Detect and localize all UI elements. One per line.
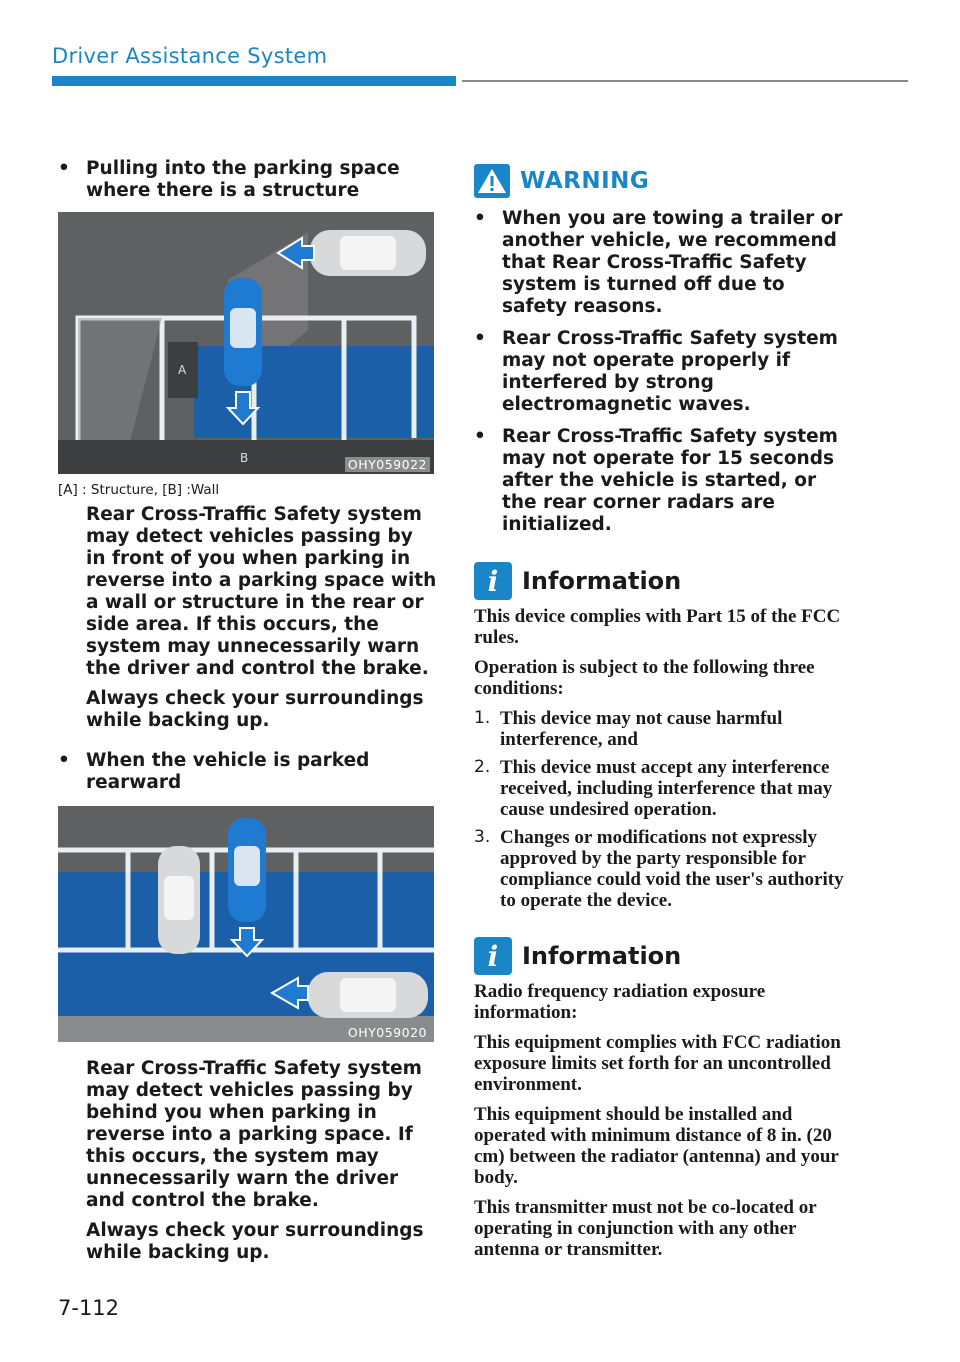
figure-rearward-parking: OHY059020 <box>58 806 434 1042</box>
information-title: Information <box>522 942 682 970</box>
right-column: WARNING • When you are towing a trailer … <box>474 158 852 1269</box>
warning-item: • Rear Cross-Traffic Safety system may n… <box>474 426 838 535</box>
warning-triangle-icon <box>474 164 510 198</box>
header-rule-blue <box>52 76 456 86</box>
information-paragraph: This equipment complies with FCC radiati… <box>474 1032 841 1095</box>
warning-item: • Rear Cross-Traffic Safety system may n… <box>474 328 838 415</box>
parking-illustration-2 <box>58 806 434 1042</box>
label-b: B <box>240 451 248 465</box>
label-a: A <box>178 363 187 377</box>
information-paragraph: Operation is subject to the following th… <box>474 657 815 699</box>
parking-illustration-1: A B <box>58 212 434 474</box>
bullet-item: • When the vehicle is parked rearward <box>58 750 438 794</box>
information-header: i Information <box>474 937 852 975</box>
paragraph: Always check your surroundings while bac… <box>86 1220 424 1263</box>
information-header: i Information <box>474 562 852 600</box>
paragraph: Always check your surroundings while bac… <box>86 688 424 731</box>
figure-code: OHY059022 <box>344 457 430 472</box>
numbered-item: 3. Changes or modifications not expressl… <box>474 827 844 911</box>
information-paragraph: This transmitter must not be co-located … <box>474 1197 817 1260</box>
page-number: 7-112 <box>58 1296 120 1320</box>
information-paragraph: This device complies with Part 15 of the… <box>474 606 841 648</box>
bullet-text: When the vehicle is parked rearward <box>86 750 370 793</box>
left-column: • Pulling into the parking space where t… <box>58 158 438 1272</box>
paragraph: Rear Cross-Traffic Safety system may det… <box>86 1058 422 1211</box>
information-icon: i <box>474 937 512 975</box>
numbered-item: 2. This device must accept any interfere… <box>474 757 833 820</box>
figure-caption: [A] : Structure, [B] :Wall <box>58 482 220 498</box>
information-icon: i <box>474 562 512 600</box>
bullet-item: • Pulling into the parking space where t… <box>58 158 438 202</box>
information-paragraph: Radio frequency radiation exposure infor… <box>474 981 766 1023</box>
information-paragraph: This equipment should be installed and o… <box>474 1104 839 1188</box>
warning-header: WARNING <box>474 164 852 198</box>
figure-code: OHY059020 <box>344 1025 430 1040</box>
header-rule-grey <box>462 80 908 82</box>
bullet-text: Pulling into the parking space where the… <box>86 158 400 201</box>
paragraph: Rear Cross-Traffic Safety system may det… <box>86 504 437 679</box>
warning-item: • When you are towing a trailer or anoth… <box>474 208 843 317</box>
numbered-item: 1. This device may not cause harmful int… <box>474 708 783 750</box>
figure-structure-parking: A B OHY059022 <box>58 212 434 474</box>
warning-title: WARNING <box>520 168 650 194</box>
page-header-title: Driver Assistance System <box>52 44 328 68</box>
information-title: Information <box>522 567 682 595</box>
